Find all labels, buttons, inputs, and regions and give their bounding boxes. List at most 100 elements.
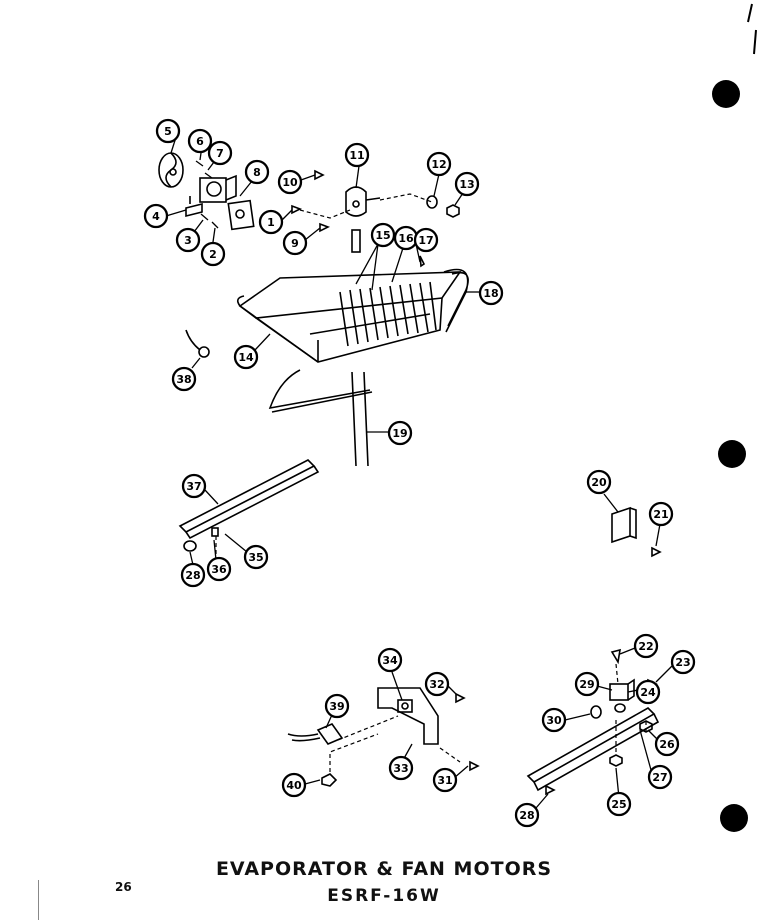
callout-15: 15: [370, 222, 396, 248]
callout-28-left: 28: [180, 562, 206, 588]
svg-text:26: 26: [659, 738, 675, 751]
binder-hole-3: [720, 804, 748, 832]
evaporator: [236, 243, 479, 467]
callout-13: 13: [454, 171, 480, 197]
callout-17: 17: [413, 227, 439, 253]
callout-22: 22: [633, 633, 659, 659]
svg-text:23: 23: [675, 656, 690, 669]
callout-27: 27: [647, 764, 673, 790]
drain-tube: [351, 371, 369, 467]
svg-text:8: 8: [253, 166, 261, 179]
callout-6: 6: [187, 128, 213, 154]
callout-8: 8: [244, 159, 270, 185]
svg-text:18: 18: [483, 287, 498, 300]
svg-text:3: 3: [184, 234, 192, 247]
callout-3: 3: [175, 227, 201, 253]
svg-text:13: 13: [459, 178, 474, 191]
callout-36: 36: [206, 556, 232, 582]
callout-25: 25: [606, 791, 632, 817]
callout-5: 5: [155, 118, 181, 144]
damper-control: [345, 186, 367, 217]
svg-text:9: 9: [291, 237, 299, 250]
binder-hole-2: [718, 440, 746, 468]
svg-text:21: 21: [653, 508, 668, 521]
callout-28-right: 28: [514, 802, 540, 828]
fan-blade: [158, 152, 184, 188]
evaporator-fins: [339, 281, 437, 347]
callout-11: 11: [344, 142, 370, 168]
svg-text:14: 14: [238, 351, 254, 364]
callout-14: 14: [233, 344, 259, 370]
motor-bracket: [185, 196, 203, 218]
svg-text:39: 39: [329, 700, 344, 713]
model-number: ESRF-16W: [327, 886, 441, 906]
svg-text:4: 4: [152, 210, 160, 223]
svg-text:40: 40: [286, 779, 302, 792]
svg-text:11: 11: [349, 149, 364, 162]
callout-39: 39: [324, 693, 350, 719]
svg-text:24: 24: [640, 686, 656, 699]
svg-text:20: 20: [591, 476, 607, 489]
callout-16: 16: [393, 225, 419, 251]
callout-12: 12: [426, 151, 452, 177]
callout-4: 4: [143, 203, 169, 229]
svg-text:17: 17: [418, 234, 433, 247]
svg-text:28: 28: [519, 809, 534, 822]
svg-text:19: 19: [392, 427, 407, 440]
svg-text:15: 15: [375, 229, 390, 242]
svg-text:30: 30: [546, 714, 562, 727]
svg-text:7: 7: [216, 147, 224, 160]
callout-31: 31: [432, 767, 458, 793]
svg-text:28: 28: [185, 569, 200, 582]
svg-text:12: 12: [431, 158, 446, 171]
svg-text:22: 22: [638, 640, 653, 653]
callout-9: 9: [282, 230, 308, 256]
svg-text:38: 38: [176, 373, 191, 386]
callout-21: 21: [648, 501, 674, 527]
sensor-probe: [185, 329, 210, 369]
bracket-20: [603, 493, 662, 558]
svg-text:35: 35: [248, 551, 263, 564]
mounting-channel: [178, 459, 320, 566]
svg-text:36: 36: [211, 563, 227, 576]
callout-1: 1: [258, 209, 284, 235]
svg-text:6: 6: [196, 135, 204, 148]
binder-hole-1: [712, 80, 740, 108]
binder-edge-mark: [747, 3, 757, 55]
wire-plug: [316, 723, 344, 745]
callout-26: 26: [654, 731, 680, 757]
svg-text:29: 29: [579, 678, 594, 691]
callout-40: 40: [281, 772, 307, 798]
callout-32: 32: [424, 671, 450, 697]
svg-text:5: 5: [164, 125, 172, 138]
damper-assembly: [281, 165, 466, 253]
svg-text:10: 10: [282, 176, 298, 189]
svg-text:2: 2: [209, 248, 217, 261]
svg-text:37: 37: [186, 480, 201, 493]
svg-text:27: 27: [652, 771, 667, 784]
callout-33: 33: [388, 755, 414, 781]
svg-text:16: 16: [398, 232, 414, 245]
callout-34: 34: [377, 647, 403, 673]
callout-29: 29: [574, 671, 600, 697]
page-number: 26: [115, 880, 132, 894]
svg-text:31: 31: [437, 774, 452, 787]
diagram-title: EVAPORATOR & FAN MOTORS: [215, 858, 553, 880]
bracket-33-assembly: [287, 671, 480, 787]
margin-line: [38, 880, 39, 920]
callouts: 5 6 7 8 4 3 2 1 9 10 11 12 13 15 16 17 1…: [143, 118, 696, 828]
callout-20: 20: [586, 469, 612, 495]
terminal-block: [227, 199, 255, 231]
callout-30: 30: [541, 707, 567, 733]
exploded-parts-diagram: 5 6 7 8 4 3 2 1 9 10 11 12 13 15 16 17 1…: [143, 3, 757, 828]
svg-text:25: 25: [611, 798, 626, 811]
callout-18: 18: [478, 280, 504, 306]
svg-text:33: 33: [393, 762, 408, 775]
callout-24: 24: [635, 679, 661, 705]
callout-38: 38: [171, 366, 197, 392]
callout-35: 35: [243, 544, 269, 570]
svg-text:1: 1: [267, 216, 275, 229]
callout-19: 19: [387, 420, 413, 446]
callout-23: 23: [670, 649, 696, 675]
fan-motor-assembly: [158, 133, 257, 250]
